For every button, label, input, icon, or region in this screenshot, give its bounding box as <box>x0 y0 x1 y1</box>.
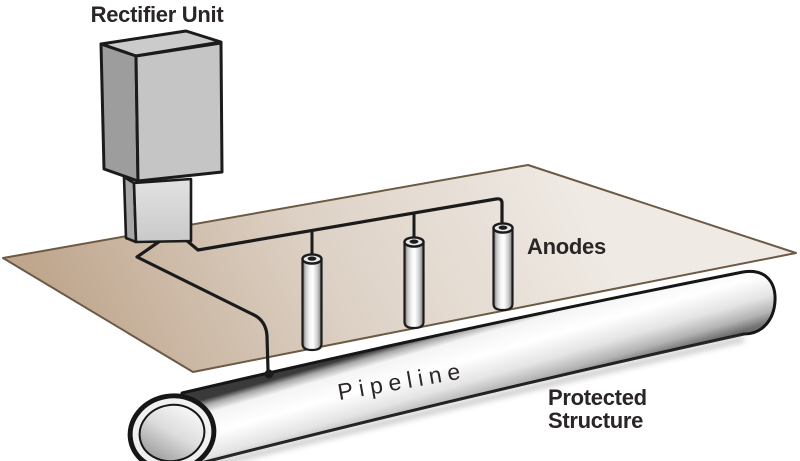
structure-cable <box>135 239 270 372</box>
anode-2 <box>403 236 425 330</box>
anode-3-body <box>492 226 514 312</box>
anode-1-body <box>301 257 323 352</box>
soil-surface <box>2 164 797 373</box>
rectifier-pedestal <box>122 175 193 244</box>
anode-2-hole <box>409 239 419 244</box>
rectifier-unit-label: Rectifier Unit <box>91 2 225 27</box>
pipeline <box>127 269 777 461</box>
structure-cable-connection-dot <box>264 369 274 379</box>
anode-3-hole <box>498 225 508 230</box>
protected-structure-label-line2: Structure <box>548 408 643 433</box>
rectifier-front-face <box>134 41 224 183</box>
pipeline-open-end <box>127 393 217 461</box>
anode-ground-bed <box>301 222 514 352</box>
anode-1 <box>301 253 323 352</box>
anode-2-body <box>403 240 425 330</box>
pipeline-body <box>173 269 777 461</box>
rectifier-pedestal-front <box>132 177 193 244</box>
anode-1-hole <box>307 256 317 261</box>
anode-3 <box>492 222 514 312</box>
protected-structure-label-line1: Protected <box>548 385 647 410</box>
rectifier-unit-cabinet <box>99 29 224 183</box>
pipeline-shadow <box>215 336 745 461</box>
anodes-label: Anodes <box>527 234 606 259</box>
protected-structure-label: Protected Structure <box>548 385 647 433</box>
rectifier-side-face <box>99 42 140 183</box>
anode-header-cable <box>184 197 504 252</box>
